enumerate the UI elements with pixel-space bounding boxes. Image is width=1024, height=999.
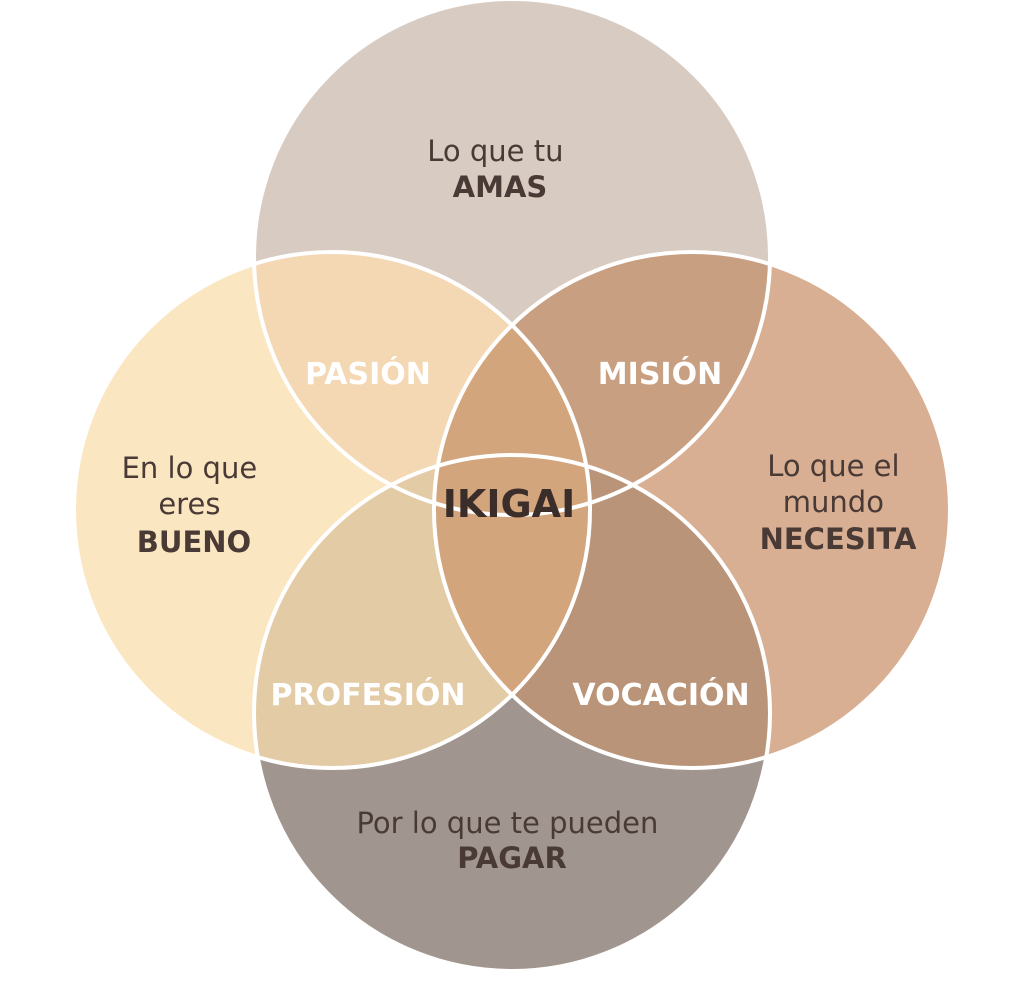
outline-top: [252, 0, 772, 517]
label-vocation: VOCACIÓN: [572, 676, 749, 713]
label-ikigai: IKIGAI: [443, 482, 575, 526]
outline-right: [432, 250, 952, 770]
label-paid-for: Por lo que te pueden PAGAR: [356, 806, 667, 875]
label-world-needs: Lo que el mundo NECESITA: [760, 449, 917, 556]
label-profession: PROFESIÓN: [271, 676, 466, 713]
label-mission: MISIÓN: [598, 355, 722, 392]
label-love: Lo que tu AMAS: [427, 134, 572, 204]
outline-bottom: [252, 453, 772, 973]
outline-left: [72, 250, 592, 770]
label-good-at: En lo que eres BUENO: [122, 451, 267, 559]
label-passion: PASIÓN: [305, 355, 431, 392]
